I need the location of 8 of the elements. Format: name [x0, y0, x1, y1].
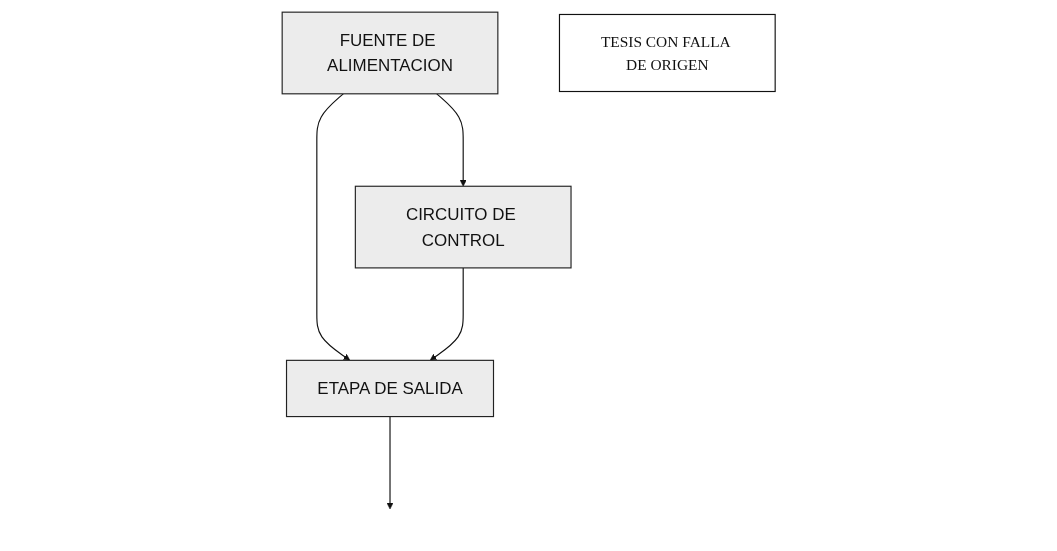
node-box: TESIS CON FALLA DE ORIGEN: [558, 13, 776, 92]
arrow: [316, 92, 350, 361]
arrow: [386, 415, 394, 509]
node-box: FUENTE DE ALIMENTACION: [281, 11, 499, 94]
arrow: [429, 266, 464, 361]
arrow: [436, 92, 467, 187]
node-box: ETAPA DE SALIDA: [285, 359, 494, 417]
node-box: CIRCUITO DE CONTROL: [354, 185, 572, 268]
